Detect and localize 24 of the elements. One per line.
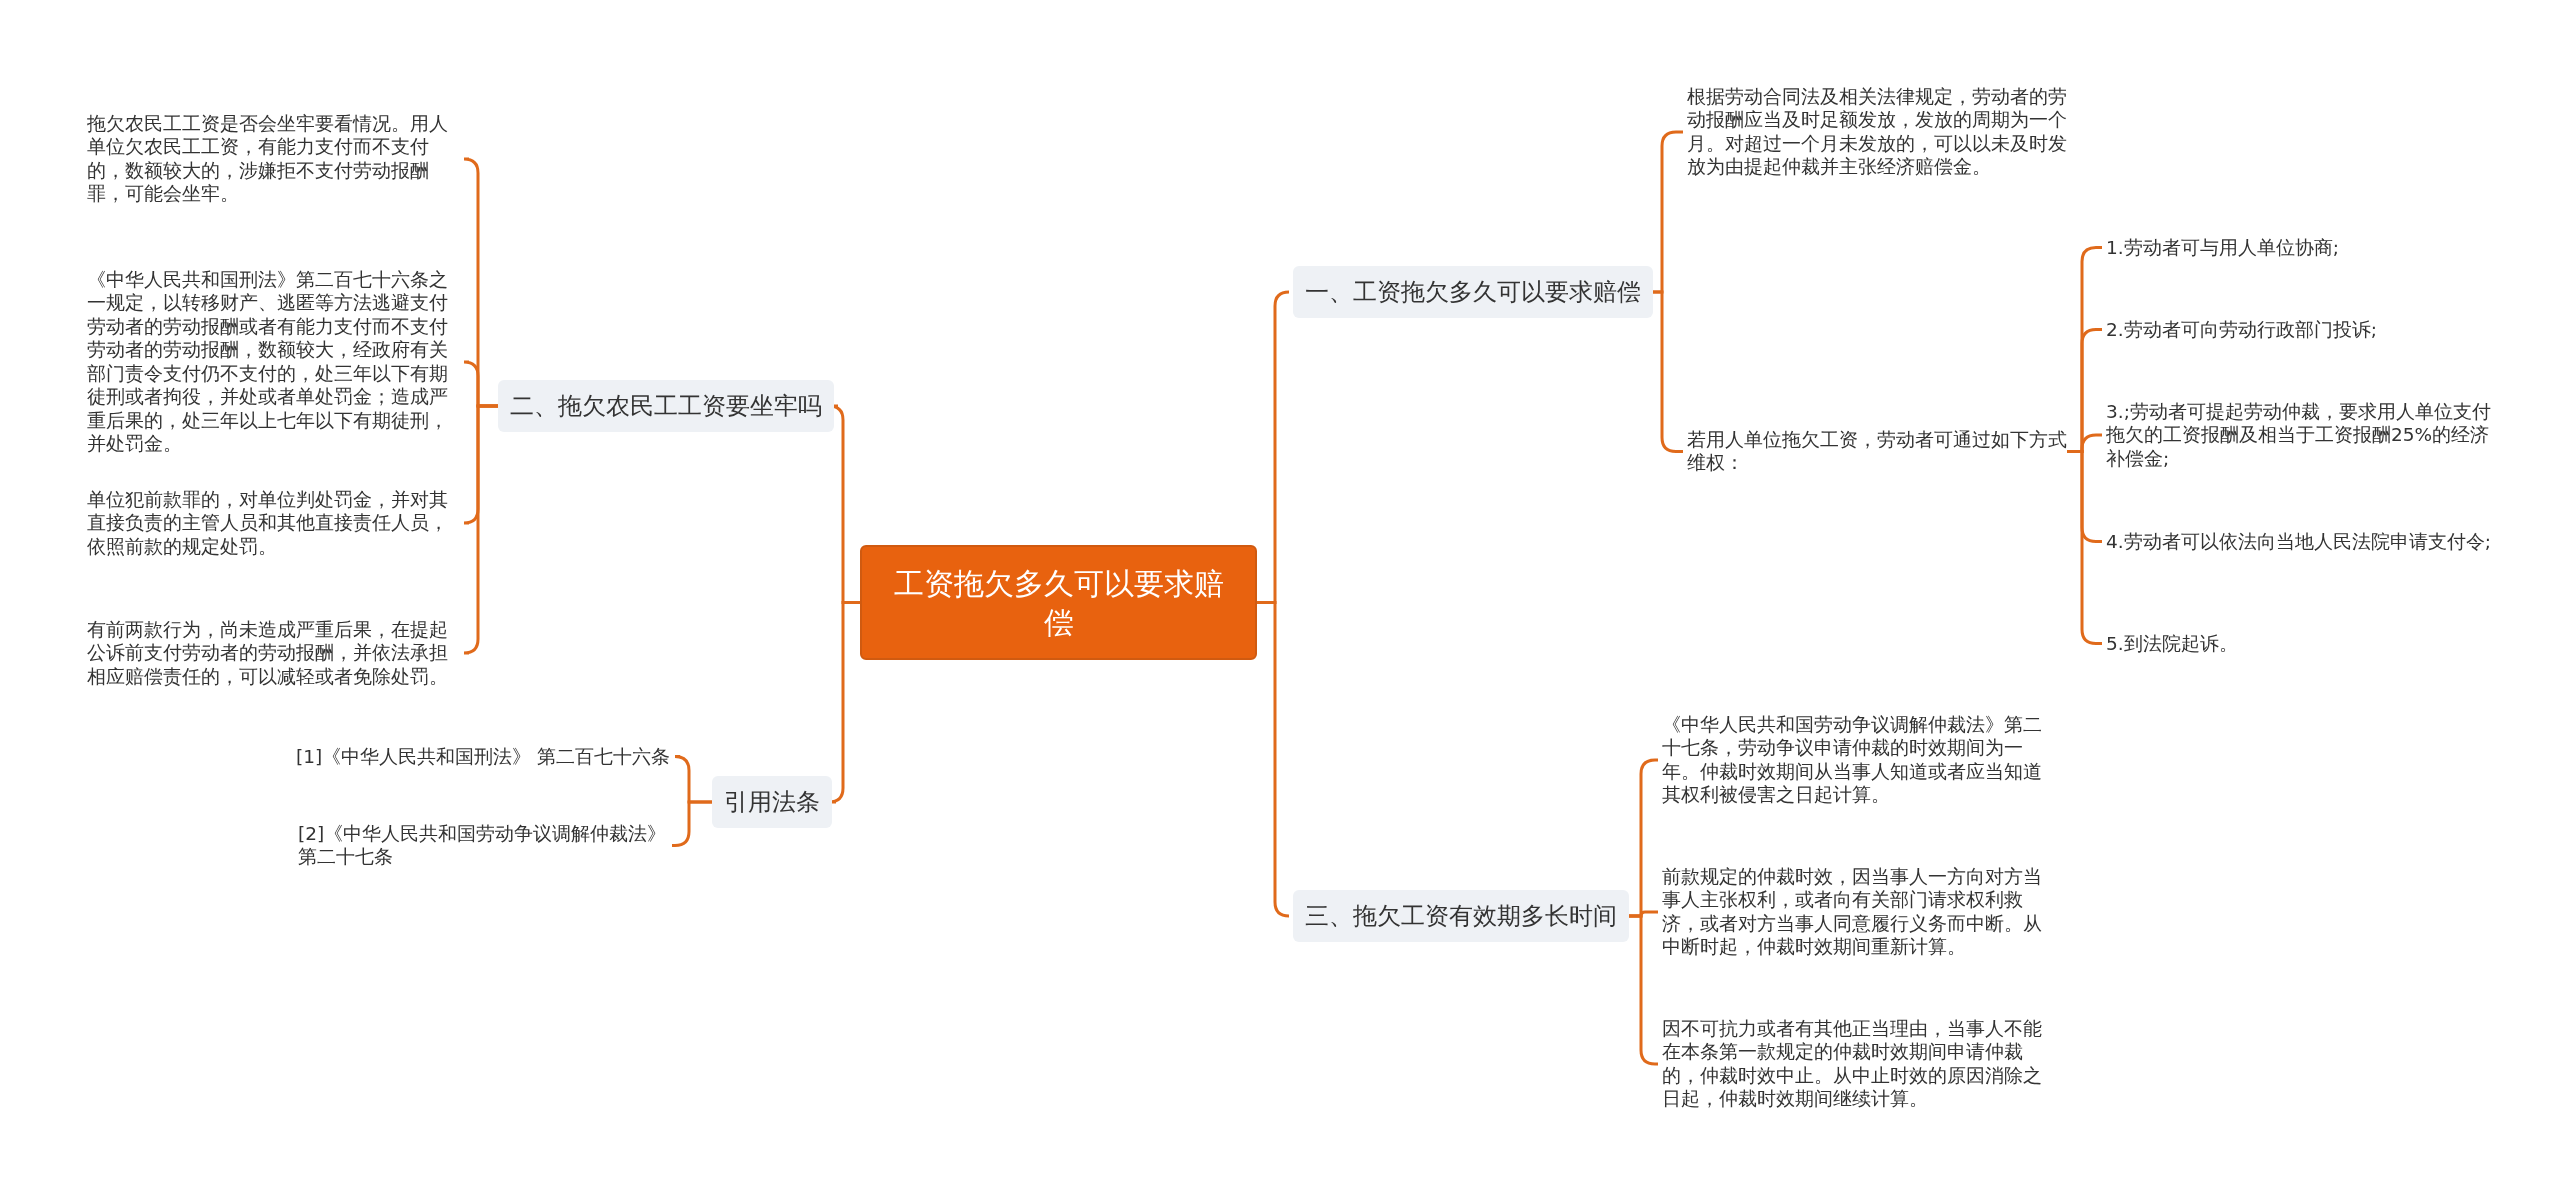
connector-line	[462, 404, 498, 655]
note-text: 1.劳动者可与用人单位协商;	[2106, 236, 2506, 260]
note-text: 5.到法院起诉。	[2106, 632, 2506, 656]
central-topic-box: 工资拖欠多久可以要求赔偿	[860, 545, 1257, 660]
note-text: 前款规定的仲裁时效，因当事人一方向对方当事人主张权利，或者向有关部门请求权利救济，或者对方当事人同意履行义务而中断。从中断时起，仲裁时效期间重新计算。	[1662, 865, 2047, 959]
topic-box: 三、拖欠工资有效期多长时间	[1293, 890, 1629, 942]
note-text: 《中华人民共和国刑法》第二百七十六条之一规定，以转移财产、逃匿等方法逃避支付劳动者的劳动报酬或者有能力支付而不支付劳动者的劳动报酬，数额较大，经政府有关部门责令支付仍不支付的，处三年以下有期徒刑或者拘役，并处或者单处罚金；造成严重后果的，处三年以上七年以下有期徒刑，并处罚金。	[87, 268, 465, 456]
note-text: 有前两款行为，尚未造成严重后果，在提起公诉前支付劳动者的劳动报酬，并依法承担相应赔偿责任的，可以减轻或者免除处罚。	[87, 618, 465, 689]
topic-box: 引用法条	[712, 776, 832, 828]
note-text: 根据劳动合同法及相关法律规定，劳动者的劳动报酬应当及时足额发放，发放的周期为一个月。对超过一个月未发放的，可以以未及时发放为由提起仲裁并主张经济赔偿金。	[1687, 85, 2067, 179]
note-text: 2.劳动者可向劳动行政部门投诉;	[2106, 318, 2506, 342]
note-text: 单位犯前款罪的，对单位判处罚金，并对其直接负责的主管人员和其他直接责任人员，依照前款的规定处罚。	[87, 488, 465, 559]
topic-box: 二、拖欠农民工工资要坐牢吗	[498, 380, 834, 432]
note-text: 《中华人民共和国劳动争议调解仲裁法》第二十七条，劳动争议申请仲裁的时效期间为一年。仲裁时效期间从当事人知道或者应当知道其权利被侵害之日起计算。	[1662, 713, 2047, 807]
connector-line	[672, 800, 712, 847]
note-text: 拖欠农民工工资是否会坐牢要看情况。用人单位欠农民工工资，有能力支付而不支付的，数额较大的，涉嫌拒不支付劳动报酬罪，可能会坐牢。	[87, 112, 465, 206]
note-text: 4.劳动者可以依法向当地人民法院申请支付令;	[2106, 530, 2506, 554]
note-text: [1]《中华人民共和国刑法》 第二百七十六条	[296, 745, 676, 769]
topic-box: 一、工资拖欠多久可以要求赔偿	[1293, 266, 1653, 318]
note-text: 若用人单位拖欠工资，劳动者可通过如下方式维权：	[1687, 428, 2067, 475]
connector-line	[1257, 601, 1291, 918]
note-text: 3.;劳动者可提起劳动仲裁，要求用人单位支付拖欠的工资报酬及相当于工资报酬25%的经济补偿金;	[2106, 400, 2506, 471]
note-text: 因不可抗力或者有其他正当理由，当事人不能在本条第一款规定的仲裁时效期间申请仲裁的，仲裁时效中止。从中止时效的原因消除之日起，仲裁时效期间继续计算。	[1662, 1017, 2047, 1111]
note-text: [2]《中华人民共和国劳动争议调解仲裁法》第二十七条	[298, 822, 668, 869]
